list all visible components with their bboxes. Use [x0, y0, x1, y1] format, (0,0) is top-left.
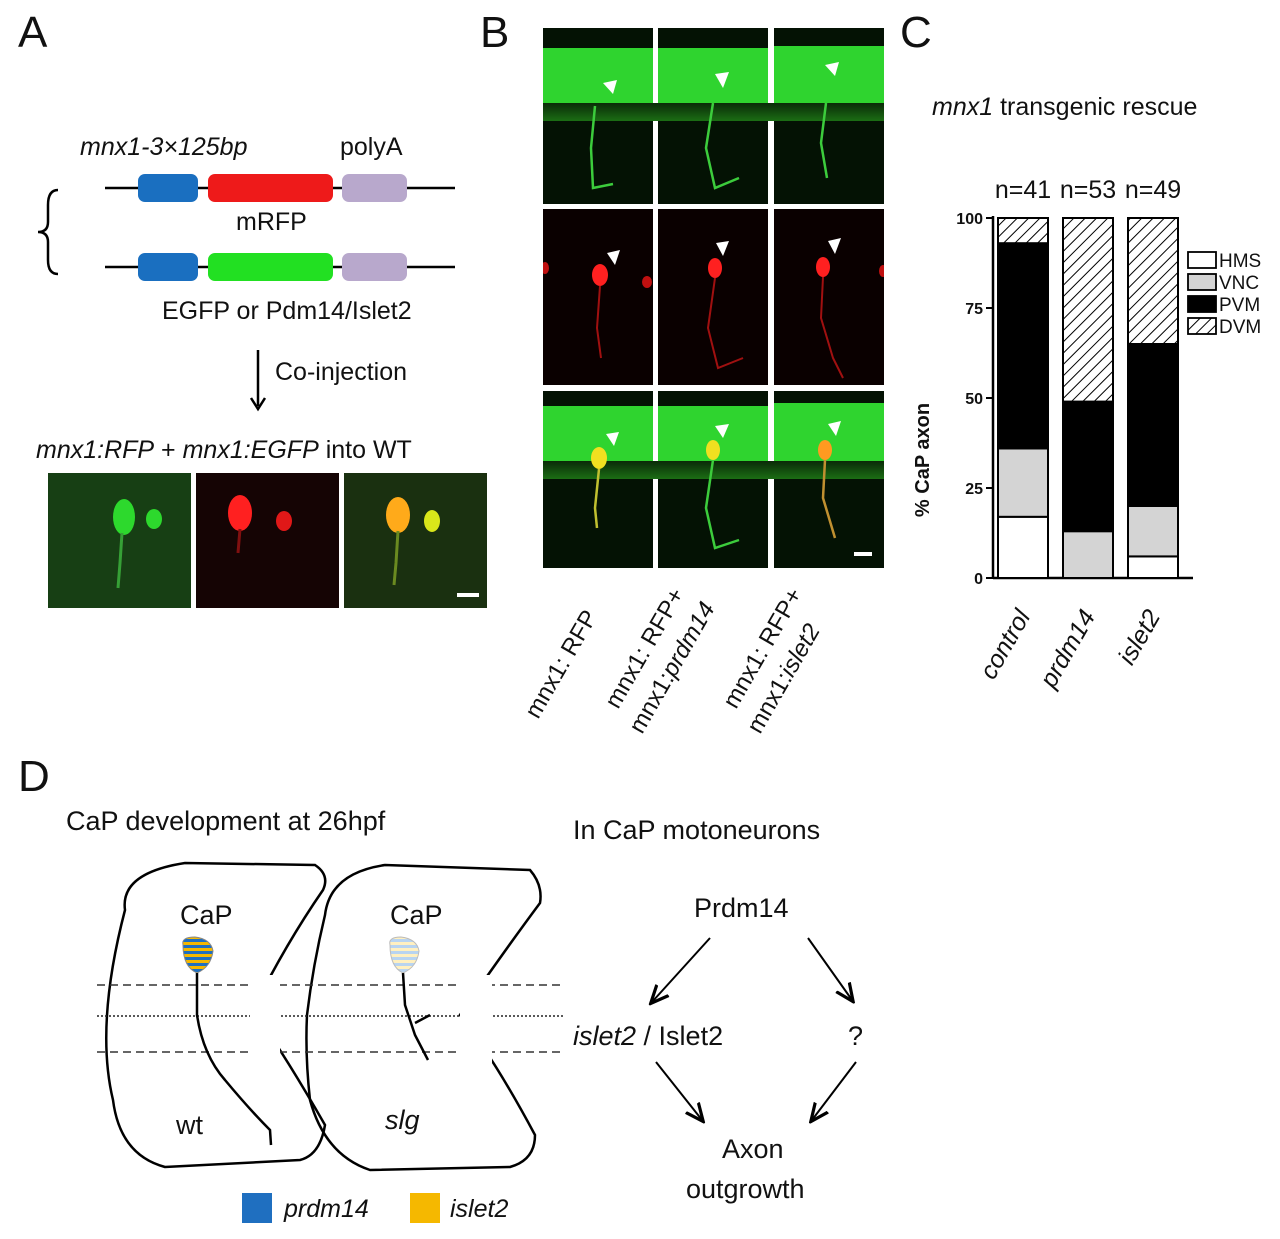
x-category-label: islet2 [1113, 605, 1166, 670]
b-column-labels: mnx1: RFP mnx1: RFP+ mnx1:prdm14 mnx1: R… [520, 585, 820, 738]
promoter-box-top [138, 174, 198, 202]
polya-label: polyA [340, 133, 403, 161]
chart-ytick-label: 100 [956, 211, 983, 228]
micrograph-grid-b [543, 28, 884, 568]
bar-prdm14-dvm [1062, 217, 1114, 403]
construct-diagram [37, 174, 455, 281]
down-arrow-icon [249, 350, 267, 412]
bar-islet2-dvm [1127, 217, 1179, 345]
x-category-label: control [974, 604, 1036, 684]
somite-diagram [97, 861, 565, 1172]
egfp-label: EGFP or Pdm14/Islet2 [162, 297, 412, 325]
brace-icon [37, 188, 59, 276]
legend-label-dvm: DVM [1219, 317, 1261, 338]
legend-label-prdm14: prdm14 [284, 1195, 369, 1223]
scale-bar-b [854, 552, 872, 556]
arrow-islet2-axon [655, 1061, 702, 1120]
pathway-prdm14: Prdm14 [694, 893, 789, 923]
b-row-rfp [543, 209, 884, 385]
n-label: n=41 [995, 176, 1051, 204]
arrow-prdm14-islet2 [652, 937, 711, 1002]
n-label: n=49 [1125, 176, 1181, 204]
micrograph-a-merge [344, 473, 487, 608]
polya-box-top [342, 174, 407, 202]
chart-ytick-label: 50 [965, 391, 983, 408]
promoter-box-bottom [138, 253, 198, 281]
x-category-label: prdm14 [1034, 605, 1101, 693]
caption-suffix: into WT [318, 436, 412, 464]
bar-prdm14-pvm [1062, 400, 1114, 533]
legend-label-islet2: islet2 [450, 1195, 509, 1223]
legend-label-hms: HMS [1219, 251, 1261, 272]
chart-ytick-label: 75 [965, 301, 983, 318]
bar-islet2-pvm [1127, 343, 1179, 507]
pathway-islet2-sep: / [636, 1021, 659, 1051]
panel-d-title: CaP development at 26hpf [66, 806, 386, 836]
arrow-unknown-axon [812, 1061, 857, 1120]
legend-swatch-pvm [1187, 295, 1217, 313]
b-col1-label: mnx1: RFP [520, 606, 603, 723]
cap-cell-wt [182, 936, 214, 974]
pathway-heading: In CaP motoneurons [573, 815, 821, 845]
bar-control-pvm [997, 242, 1049, 450]
chart-ylabel: % CaP axon [912, 403, 934, 517]
cap-label-slg: CaP [390, 900, 443, 930]
mrfp-label: mRFP [236, 208, 307, 236]
bar-control-vnc [997, 447, 1049, 518]
somite-wt [105, 861, 327, 1169]
caption-plus: + [154, 436, 183, 464]
caption-egfp: mnx1:EGFP [182, 436, 319, 464]
legend-swatch-islet2 [410, 1193, 440, 1223]
b-row-merge [543, 391, 884, 568]
mrfp-box [208, 174, 333, 202]
construct-label: mnx1-3×125bp [80, 133, 248, 161]
micrograph-a-green [48, 473, 191, 608]
legend-swatch-prdm14 [242, 1193, 272, 1223]
chart-ytick-label: 25 [965, 481, 983, 498]
pathway-axon: Axon [722, 1134, 784, 1164]
n-label: n=53 [1060, 176, 1116, 204]
b-row-gfp [543, 28, 884, 204]
pathway-outgrowth: outgrowth [686, 1174, 805, 1204]
wt-label: wt [176, 1110, 203, 1140]
coinjection-label: Co-injection [275, 358, 408, 386]
panel-label-d: D [18, 752, 50, 801]
pathway-islet2: islet2 / Islet2 [573, 1021, 723, 1052]
stacked-bar-chart: % CaP axon 0 25 50 75 100 n=41 n=53 n=49 contr… [912, 176, 1261, 693]
legend-label-vnc: VNC [1219, 273, 1259, 294]
somite-slg [305, 863, 542, 1172]
legend-swatch-hms [1187, 251, 1217, 269]
micrograph-a-red [196, 473, 339, 608]
chart-title: mnx1 transgenic rescue [932, 93, 1197, 122]
injection-caption: mnx1:RFP + mnx1:EGFP into WT [36, 436, 412, 465]
axon-wt [195, 973, 273, 1146]
bar-islet2-vnc [1127, 505, 1179, 558]
axon-slg [401, 972, 431, 1061]
pathway-unknown: ? [848, 1021, 864, 1051]
slg-label: slg [385, 1105, 420, 1135]
pathway-arrows [630, 937, 857, 1130]
bar-control-hms [997, 515, 1049, 579]
chart-title-rest: transgenic rescue [993, 93, 1198, 121]
chart-ytick-label: 0 [974, 571, 983, 588]
cap-label-wt: CaP [180, 900, 233, 930]
caption-rfp: mnx1:RFP [36, 436, 155, 464]
pathway-islet2-protein: Islet2 [658, 1021, 724, 1051]
panel-label-b: B [480, 8, 510, 57]
legend-label-pvm: PVM [1219, 295, 1260, 316]
polya-box-bottom [342, 253, 407, 281]
legend-swatch-dvm [1187, 317, 1217, 335]
bar-control-dvm [997, 217, 1049, 245]
egfp-box [208, 253, 333, 281]
scale-bar-a [457, 593, 479, 597]
bar-islet2-hms [1127, 555, 1179, 579]
arrow-prdm14-unknown [807, 937, 852, 1000]
bar-prdm14-vnc [1062, 530, 1114, 580]
cap-cell-slg [389, 936, 420, 974]
panel-label-a: A [18, 8, 48, 57]
legend-swatch-vnc [1187, 273, 1217, 291]
panel-label-c: C [900, 8, 932, 57]
chart-title-gene: mnx1 [932, 93, 994, 121]
pathway-islet2-gene: islet2 [573, 1021, 637, 1051]
